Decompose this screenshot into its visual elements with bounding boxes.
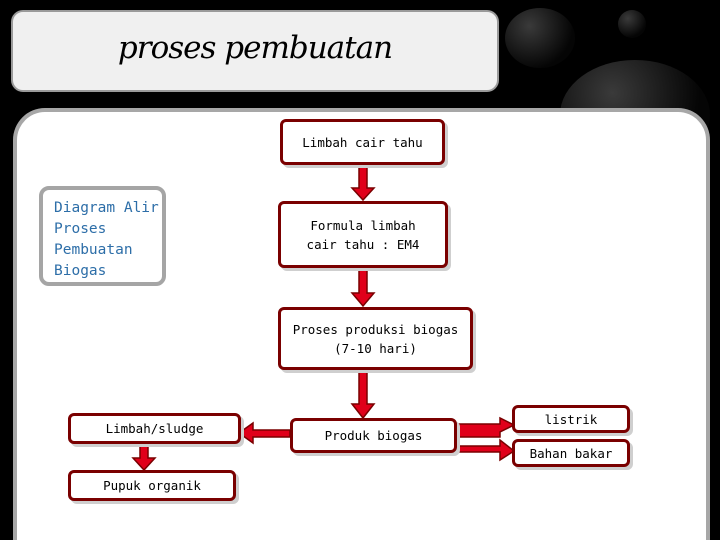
arrow-left-sludge [237,421,291,445]
arrow-right-bahan-bakar [454,438,516,462]
node-bahan-bakar: Bahan bakar [512,439,630,467]
node-limbah-cair: Limbah cair tahu [280,119,445,165]
page-title: proses pembuatan [117,30,393,66]
title-box: proses pembuatan [11,10,499,92]
arrow-down-2 [350,267,376,308]
arrow-right-listrik [454,416,516,438]
arrow-down-1 [350,164,376,202]
node-limbah-sludge: Limbah/sludge [68,413,241,444]
node-listrik: listrik [512,405,630,433]
background-blob [618,10,646,38]
node-pupuk-organik: Pupuk organik [68,470,236,501]
arrow-down-pupuk [131,443,157,472]
node-formula: Formula limbah cair tahu : EM4 [278,201,448,268]
node-produk-biogas: Produk biogas [290,418,457,453]
background-blob [505,8,575,68]
node-proses-produksi: Proses produksi biogas (7-10 hari) [278,307,473,370]
arrow-down-3 [350,369,376,420]
diagram-label: Diagram Alir Proses Pembuatan Biogas [39,186,166,286]
